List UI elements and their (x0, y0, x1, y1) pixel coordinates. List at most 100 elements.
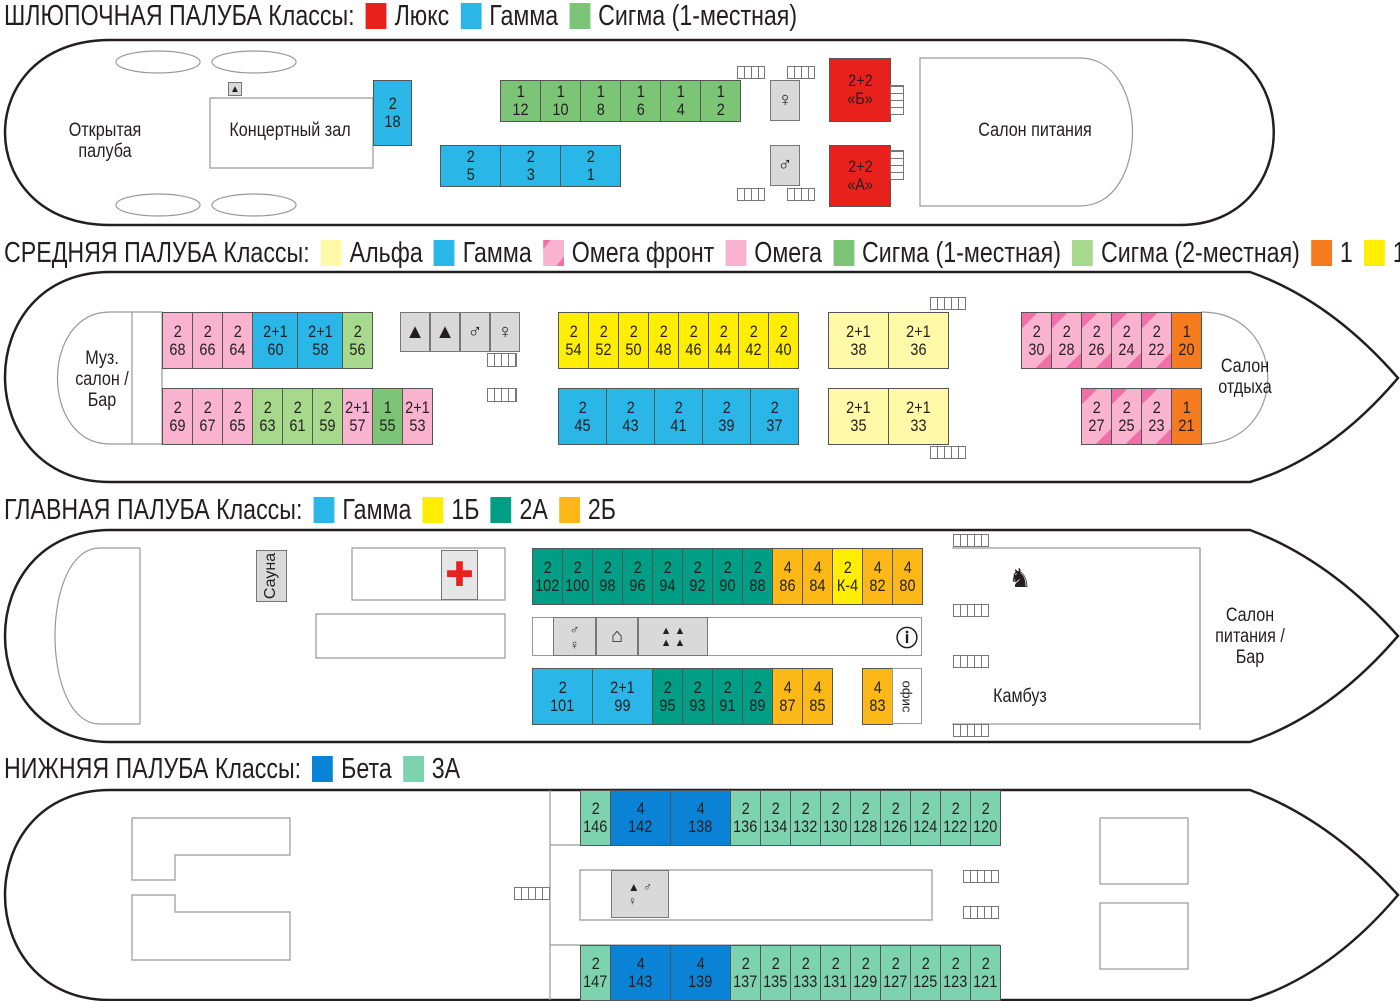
cabin-«Б»[interactable]: 2+2«Б» (829, 58, 891, 122)
cabin-«А»[interactable]: 2+2«А» (829, 145, 891, 207)
